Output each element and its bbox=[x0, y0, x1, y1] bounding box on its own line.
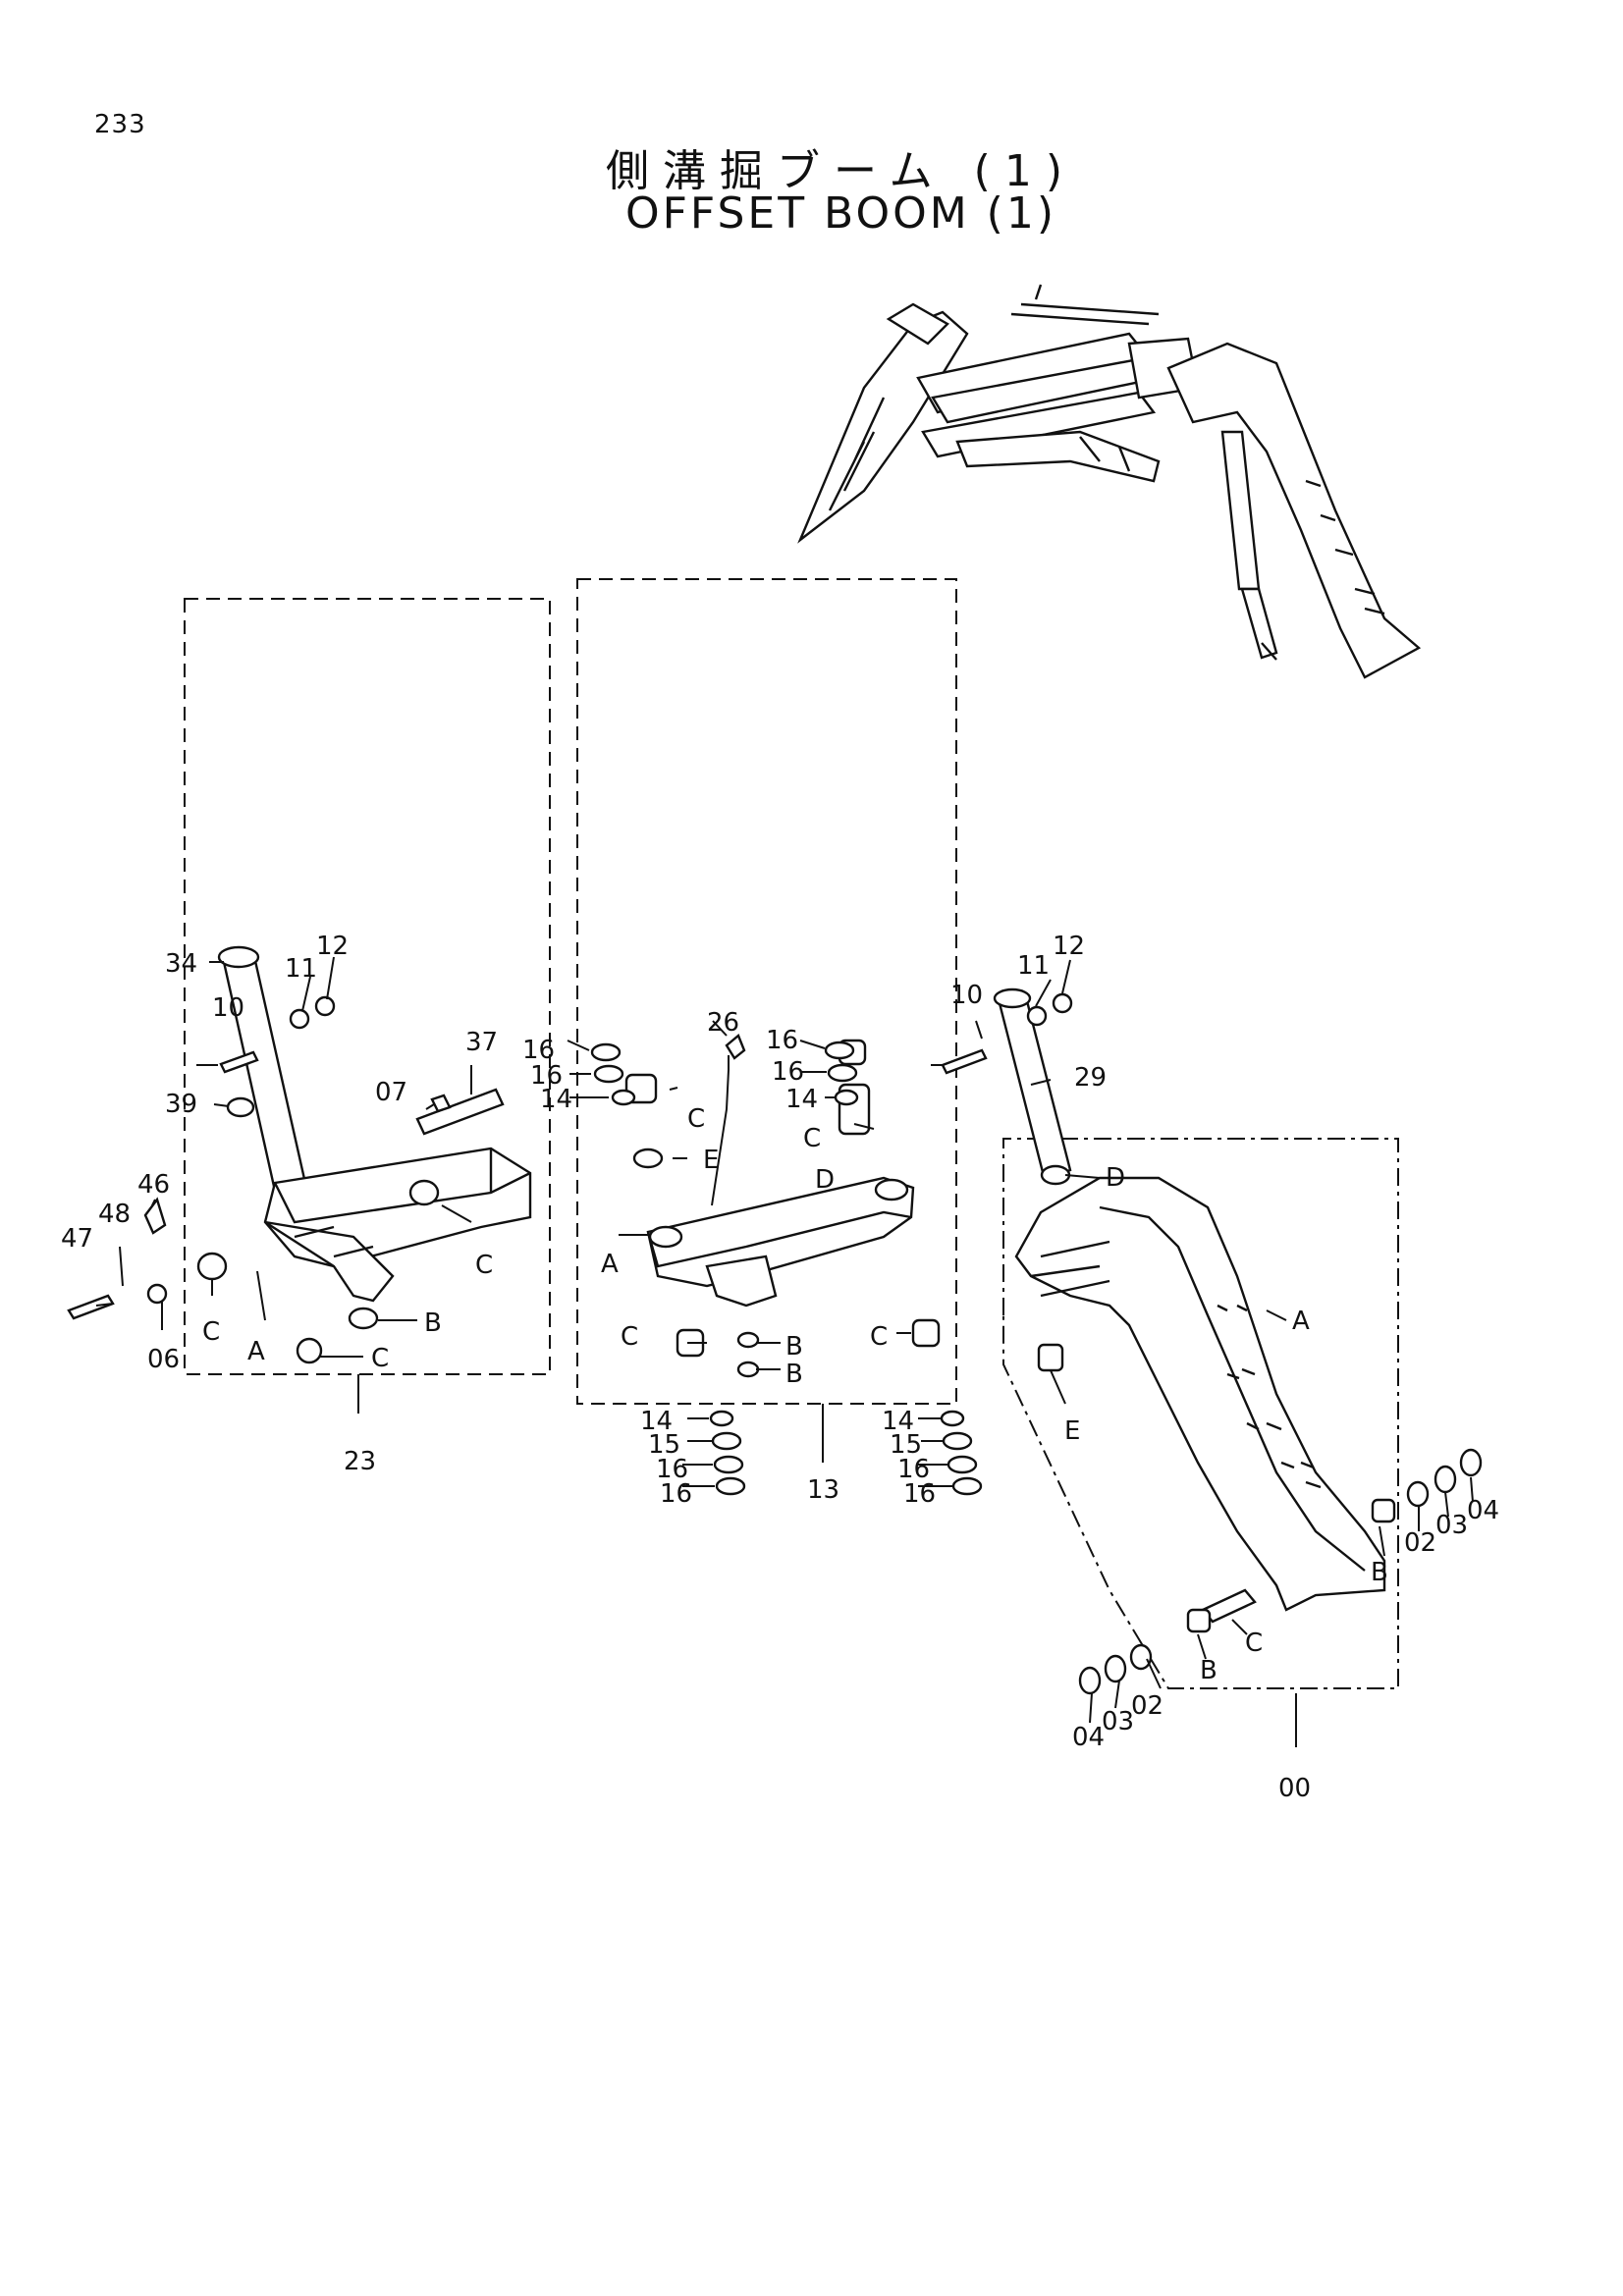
callout-14-top-left: 14 bbox=[540, 1085, 572, 1114]
callout-39: 39 bbox=[165, 1090, 197, 1119]
letter-c-center-2: C bbox=[803, 1124, 821, 1153]
callout-02-right: 02 bbox=[1404, 1528, 1436, 1558]
letter-a-left: A bbox=[247, 1337, 265, 1366]
callout-10: 10 bbox=[212, 993, 244, 1023]
callout-04-lower: 04 bbox=[1072, 1723, 1105, 1752]
callout-04-right: 04 bbox=[1467, 1496, 1499, 1525]
title-japanese: 側溝掘ブーム (1) bbox=[606, 146, 1076, 196]
callout-12-right: 12 bbox=[1053, 932, 1085, 961]
callout-06: 06 bbox=[147, 1345, 180, 1374]
assembly-13-link bbox=[567, 578, 983, 1496]
callout-16-top-left-2: 16 bbox=[530, 1061, 563, 1091]
letter-c-center-1: C bbox=[687, 1104, 705, 1134]
letter-a-center: A bbox=[601, 1250, 619, 1279]
callout-00: 00 bbox=[1278, 1774, 1311, 1803]
callout-03-right: 03 bbox=[1435, 1511, 1468, 1540]
callout-13: 13 bbox=[807, 1475, 839, 1505]
callout-12: 12 bbox=[316, 932, 349, 961]
callout-16-bottom-right-2: 16 bbox=[903, 1479, 936, 1509]
callout-labels: 34 11 12 10 37 07 39 46 48 47 06 23 C C … bbox=[61, 932, 1499, 1803]
callout-48: 48 bbox=[98, 1200, 131, 1229]
callout-14-bottom-left: 14 bbox=[640, 1407, 673, 1436]
callout-11-right: 11 bbox=[1017, 951, 1050, 981]
letter-c-right: C bbox=[1245, 1629, 1263, 1658]
callout-29: 29 bbox=[1074, 1063, 1107, 1093]
callout-10-right: 10 bbox=[950, 981, 983, 1010]
callout-16-top-left-1: 16 bbox=[522, 1036, 555, 1065]
letter-d-right: D bbox=[1106, 1163, 1125, 1193]
callout-15-bottom-right: 15 bbox=[890, 1430, 922, 1460]
callout-16-bottom-left-1: 16 bbox=[656, 1455, 688, 1484]
letter-a-right: A bbox=[1292, 1307, 1310, 1336]
callout-23: 23 bbox=[344, 1447, 376, 1476]
machine-overview-illustration bbox=[797, 284, 1422, 679]
callout-16-bottom-right-1: 16 bbox=[897, 1455, 930, 1484]
callout-14-bottom-right: 14 bbox=[882, 1407, 914, 1436]
callout-14-top-right: 14 bbox=[785, 1085, 818, 1114]
letter-b-right-1: B bbox=[1371, 1558, 1388, 1587]
callout-16-top-right-1: 16 bbox=[766, 1026, 798, 1055]
callout-03-lower: 03 bbox=[1102, 1707, 1134, 1736]
letter-b-right-2: B bbox=[1200, 1656, 1217, 1685]
letter-c-left-1: C bbox=[475, 1251, 493, 1280]
letter-c-left-3: C bbox=[371, 1344, 389, 1373]
callout-34: 34 bbox=[165, 949, 197, 979]
callout-16-bottom-left-2: 16 bbox=[660, 1479, 692, 1509]
callout-46: 46 bbox=[137, 1170, 170, 1200]
callout-47: 47 bbox=[61, 1224, 93, 1254]
page-number: 233 bbox=[94, 110, 146, 139]
letter-c-left-2: C bbox=[202, 1317, 220, 1347]
callout-37: 37 bbox=[465, 1028, 498, 1057]
letter-b-center-1: B bbox=[785, 1332, 803, 1362]
title-english: OFFSET BOOM (1) bbox=[624, 188, 1057, 239]
assembly-00-offset-boom bbox=[931, 959, 1483, 1747]
callout-11: 11 bbox=[285, 954, 317, 984]
letter-b-left: B bbox=[424, 1308, 442, 1338]
assembly-23-bracket bbox=[67, 598, 551, 1414]
letter-d-center: D bbox=[815, 1165, 835, 1195]
callout-02-lower: 02 bbox=[1131, 1691, 1163, 1721]
letter-b-center-2: B bbox=[785, 1360, 803, 1389]
callout-16-top-right-2: 16 bbox=[772, 1057, 804, 1087]
callout-26: 26 bbox=[707, 1008, 739, 1038]
callout-15-bottom-left: 15 bbox=[648, 1430, 680, 1460]
letter-e-right: E bbox=[1064, 1416, 1080, 1446]
letter-c-center-3: C bbox=[621, 1322, 638, 1352]
letter-e-center: E bbox=[703, 1146, 719, 1175]
letter-c-center-4: C bbox=[870, 1322, 888, 1352]
callout-07: 07 bbox=[375, 1078, 407, 1107]
